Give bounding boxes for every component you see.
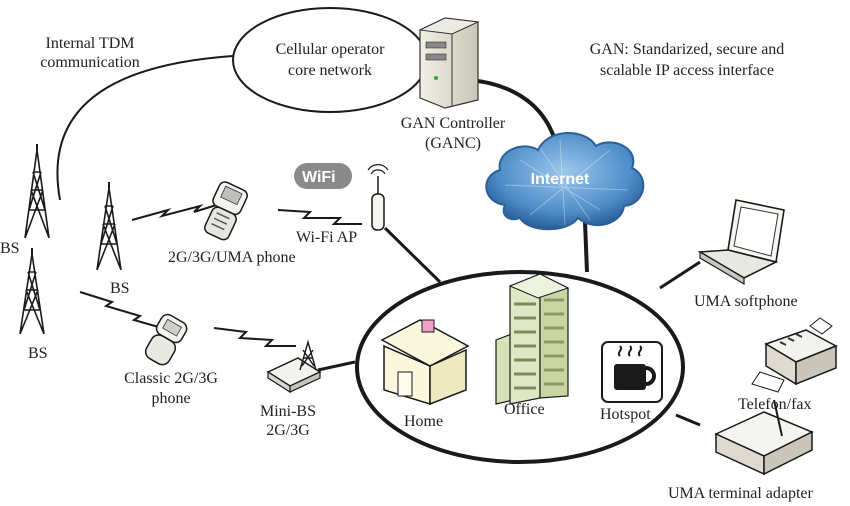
- radio-link-uma-ap: [277, 209, 362, 225]
- ganc-label-line2: (GANC): [425, 135, 481, 152]
- bs-label-mid: BS: [110, 280, 130, 297]
- office-label: Office: [504, 401, 545, 418]
- hotspot-label: Hotspot: [600, 406, 651, 423]
- radio-link-classic-minibs: [213, 327, 296, 347]
- bs-label-bottom-left: BS: [28, 345, 48, 362]
- hotspot-cup-icon: [601, 341, 663, 403]
- minibs-label-line2: 2G/3G: [266, 422, 310, 439]
- gan-label-line2: scalable IP access interface: [600, 62, 774, 79]
- tdm-label-line2: communication: [40, 54, 140, 71]
- mobile-phone-icon: [144, 313, 188, 366]
- mini-bs-icon: [266, 339, 322, 394]
- wifi-ap-link: [383, 226, 442, 284]
- core-network-label-line2: core network: [288, 62, 372, 79]
- telefon-fax-label: Telefon/fax: [738, 396, 812, 413]
- terminal-link: [675, 413, 701, 427]
- mobile-phone-icon: [204, 181, 248, 241]
- tdm-link: [56, 54, 251, 201]
- cloud-icon: [485, 132, 645, 231]
- office-building-icon: [495, 273, 570, 405]
- wifi-logo: WiFi: [294, 163, 352, 189]
- tower-icon: [19, 248, 45, 335]
- wifi-ap-label: Wi-Fi AP: [296, 229, 358, 246]
- terminal-adapter-icon: [714, 399, 814, 476]
- core-network-label-line1: Cellular operator: [275, 41, 385, 58]
- minibs-label-line1: Mini-BS: [259, 403, 316, 420]
- radio-link-bs-uma: [131, 201, 227, 221]
- home-label: Home: [404, 413, 444, 430]
- ganc-internet-link: [469, 78, 557, 141]
- internet-network-link: [583, 221, 589, 273]
- softphone-link: [659, 260, 701, 290]
- laptop-icon: [697, 199, 785, 286]
- core-network-ellipse: [232, 7, 428, 113]
- bs-label-top-left: BS: [0, 240, 20, 257]
- tdm-label-line1: Internal TDM: [45, 35, 135, 52]
- classic-phone-label-line2: phone: [151, 390, 191, 407]
- wifi-ap-icon: [367, 164, 389, 231]
- minibs-link: [317, 360, 356, 372]
- house-icon: [380, 319, 470, 406]
- uma-softphone-label: UMA softphone: [694, 293, 798, 310]
- server-icon: [418, 17, 480, 109]
- gan-label-line1: GAN: Standarized, secure and: [589, 41, 785, 58]
- ganc-label-line1: GAN Controller: [400, 115, 506, 132]
- classic-phone-label-line1: Classic 2G/3G: [124, 370, 218, 387]
- wifi-logo-text: WiFi: [302, 169, 336, 186]
- uma-terminal-label: UMA terminal adapter: [668, 485, 813, 502]
- fax-icon: [751, 317, 838, 393]
- tower-icon: [96, 182, 122, 271]
- radio-link-bs-classic: [79, 291, 163, 329]
- tower-icon: [24, 144, 50, 239]
- uma-phone-label: 2G/3G/UMA phone: [168, 249, 296, 266]
- internet-label: Internet: [530, 171, 590, 188]
